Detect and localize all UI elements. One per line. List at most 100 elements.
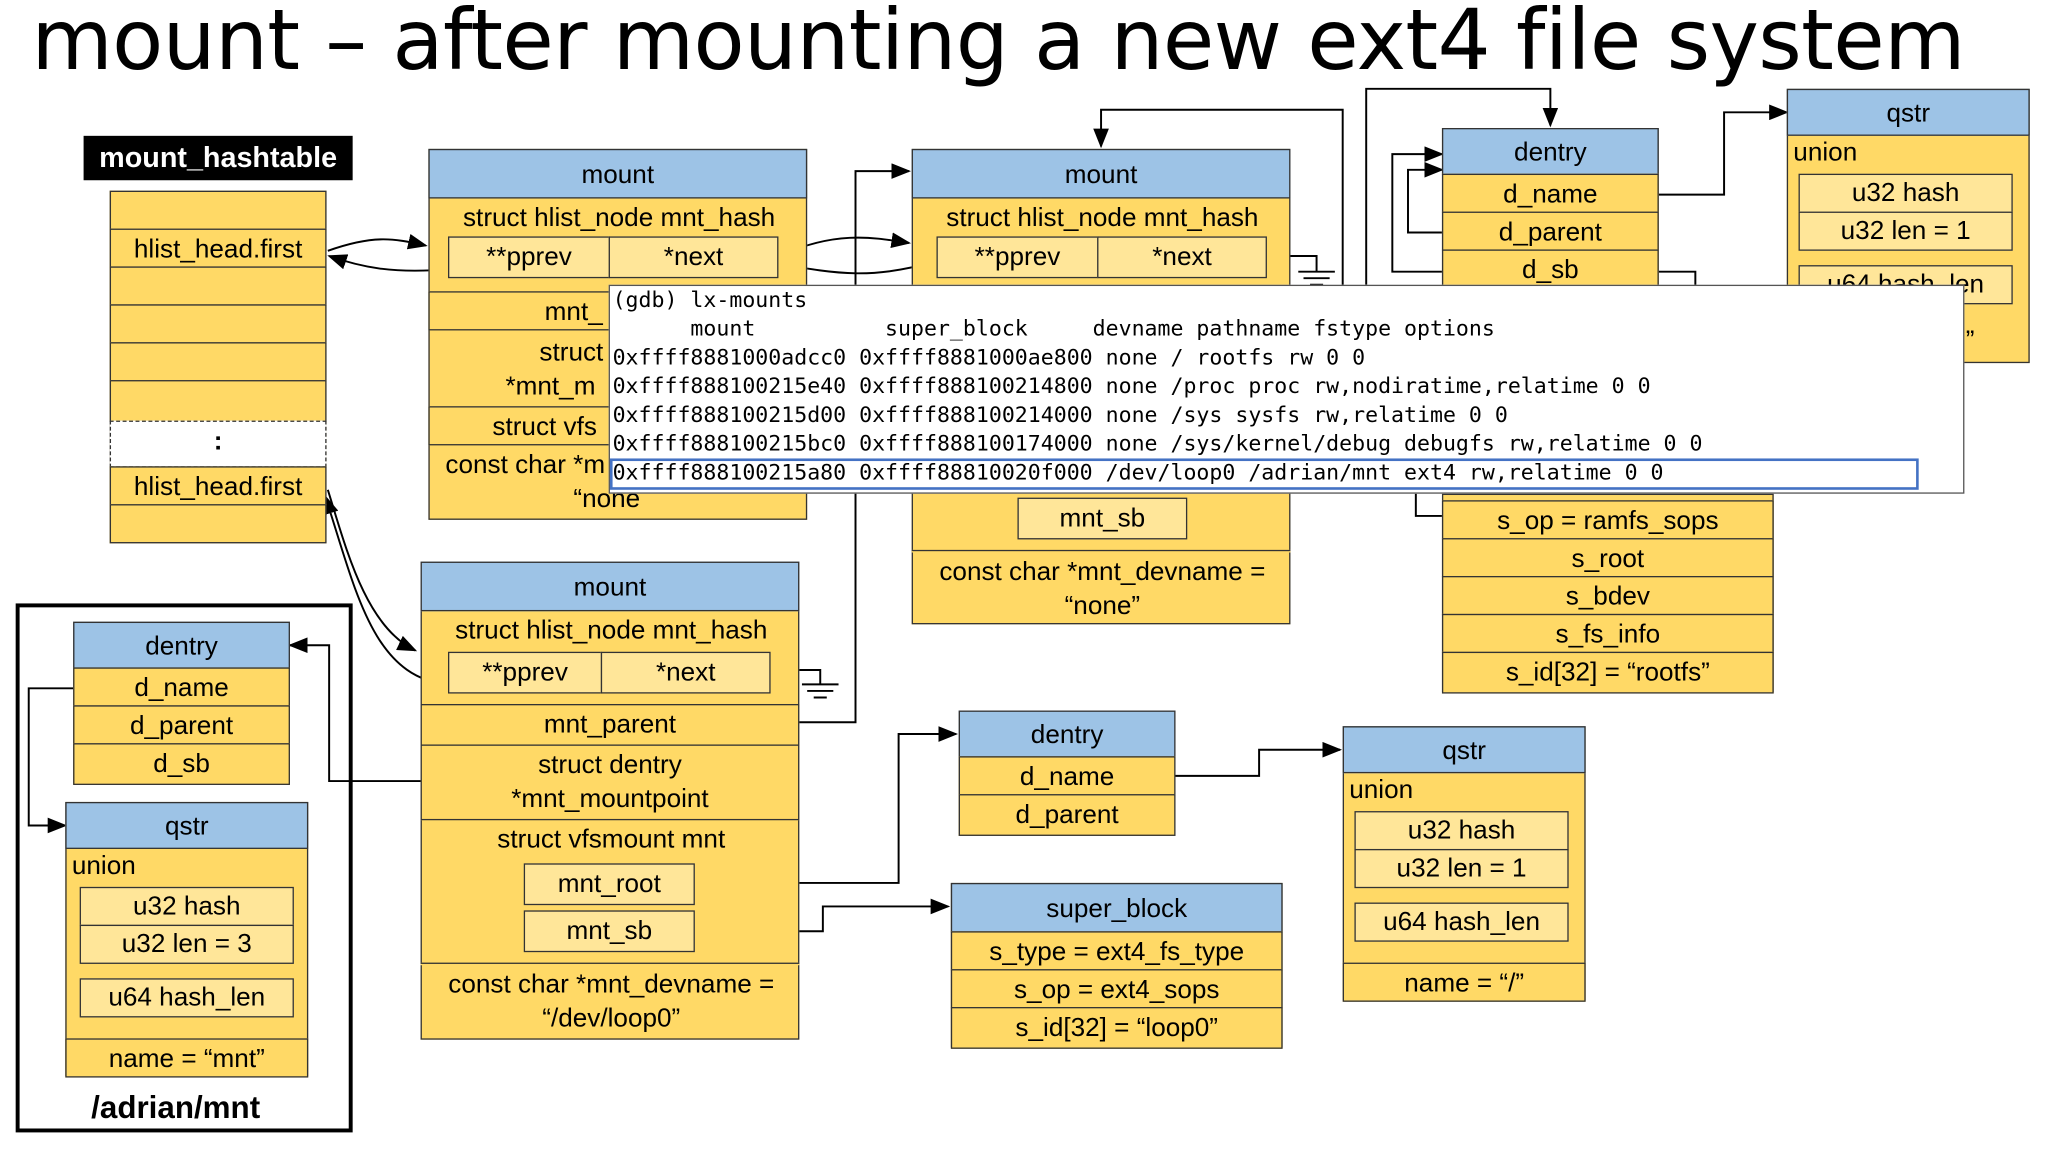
mount3-mnt-root: mnt_root bbox=[523, 863, 695, 906]
mount2-devname-value: “none” bbox=[1064, 591, 1141, 621]
qstr-right-union: union bbox=[1349, 775, 1414, 805]
hashtable-last-row: hlist_head.first bbox=[109, 466, 327, 506]
mount1-hash-label: struct hlist_node mnt_hash bbox=[462, 203, 776, 233]
dentry-top-header: dentry bbox=[1441, 127, 1659, 176]
dentry-top-struct: dentry d_name d_parent d_sb bbox=[1441, 127, 1659, 289]
qstr-left-name: name = “mnt” bbox=[65, 1038, 309, 1078]
hashtable-row bbox=[109, 342, 327, 382]
mountpoint-frame bbox=[15, 603, 353, 1133]
sb-bottom-s-op: s_op = ext4_sops bbox=[950, 969, 1283, 1009]
qstr-right-struct: qstr union u32 hash u32 len = 1 u64 hash… bbox=[1342, 726, 1586, 1002]
dentry-left-header: dentry bbox=[73, 621, 290, 669]
sb-top-s-op: s_op = ramfs_sops bbox=[1441, 500, 1774, 540]
mount2-hash-label: struct hlist_node mnt_hash bbox=[946, 203, 1259, 233]
gdb-row-highlighted: 0xffff888100215a80 0xffff88810020f000 /d… bbox=[612, 459, 1664, 485]
qstr-left-hash-len: u64 hash_len bbox=[79, 978, 294, 1018]
mount1-next: *next bbox=[608, 236, 779, 279]
dentry-top-to-qstr-arrow bbox=[1656, 104, 1789, 196]
mountpoint-frame-label: /adrian/mnt bbox=[91, 1090, 261, 1126]
mount2-mnt-sb: mnt_sb bbox=[1017, 497, 1188, 540]
mount2-divider bbox=[911, 549, 1291, 553]
dentry-left-struct: dentry d_name d_parent d_sb bbox=[73, 621, 290, 785]
mount2-header: mount bbox=[911, 148, 1291, 199]
mount2-devname: const char *mnt_devname = bbox=[939, 557, 1266, 587]
dentry-top-parent-loop bbox=[1407, 161, 1444, 234]
mount3-mountpoint-a: struct dentry bbox=[538, 751, 682, 780]
mount1-row4a: const char *m bbox=[445, 450, 606, 480]
sb-bottom-header: super_block bbox=[950, 882, 1283, 933]
qstr-left-header: qstr bbox=[65, 801, 309, 849]
mount3-header: mount bbox=[420, 561, 800, 612]
dentry-left-d-parent: d_parent bbox=[73, 705, 290, 745]
gdb-row: 0xffff888100215d00 0xffff888100214000 no… bbox=[612, 402, 1508, 428]
superblock-bottom-struct: super_block s_type = ext4_fs_type s_op =… bbox=[950, 882, 1283, 1049]
mount1-pprev: **pprev bbox=[447, 236, 610, 279]
hashtable-first-row: hlist_head.first bbox=[109, 228, 327, 268]
dentry-top-d-sb: d_sb bbox=[1441, 249, 1659, 289]
mount3-pprev: **pprev bbox=[447, 651, 603, 694]
mount1-header: mount bbox=[428, 148, 808, 199]
dentry-mid-d-name: d_name bbox=[958, 756, 1176, 796]
gdb-output: (gdb) lx-mounts mount super_block devnam… bbox=[608, 284, 1965, 494]
sb-top-s-root: s_root bbox=[1441, 538, 1774, 578]
mount3-divider bbox=[420, 962, 800, 966]
mount1-row2a: struct bbox=[539, 338, 604, 368]
hashtable-row bbox=[109, 504, 327, 544]
gdb-header: mount super_block devname pathname fstyp… bbox=[612, 316, 1495, 341]
hashtable-label: mount_hashtable bbox=[83, 135, 353, 181]
qstr-top-union: union bbox=[1793, 138, 1858, 168]
hash-to-mount1-arrow bbox=[327, 233, 428, 252]
sb-top-s-fs-info: s_fs_info bbox=[1441, 613, 1774, 654]
sb-bottom-s-id: s_id[32] = “loop0” bbox=[950, 1007, 1283, 1049]
mount3-struct: mount struct hlist_node mnt_hash **pprev… bbox=[420, 561, 800, 1040]
gdb-row: 0xffff8881000adcc0 0xffff8881000ae800 no… bbox=[612, 344, 1366, 370]
mount3-mnt-sb: mnt_sb bbox=[523, 910, 695, 953]
hashtable-box: hlist_head.first : hlist_head.first bbox=[109, 190, 327, 544]
qstr-top-hash: u32 hash bbox=[1798, 173, 2013, 213]
sb-top-s-id: s_id[32] = “rootfs” bbox=[1441, 651, 1774, 694]
dentry-mid-to-qstr-arrow bbox=[1175, 741, 1343, 777]
dentry-mid-header: dentry bbox=[958, 710, 1176, 758]
mount3-hash-label: struct hlist_node mnt_hash bbox=[455, 616, 768, 646]
slide-title: mount – after mounting a new ext4 file s… bbox=[31, 0, 1965, 91]
mount3-next: *next bbox=[600, 651, 771, 694]
dentry-top-d-name: d_name bbox=[1441, 173, 1659, 213]
qstr-right-hash-len: u64 hash_len bbox=[1354, 902, 1569, 942]
dentry-mid-struct: dentry d_name d_parent bbox=[958, 710, 1176, 836]
qstr-right-len: u32 len = 1 bbox=[1354, 848, 1569, 889]
gdb-row: 0xffff888100215e40 0xffff888100214800 no… bbox=[612, 373, 1651, 399]
hashtable-ellipsis: : bbox=[109, 420, 327, 468]
mount3-mountpoint-row: struct dentry *mnt_mountpoint bbox=[420, 744, 800, 821]
hashtable-row bbox=[109, 304, 327, 344]
qstr-left-len: u32 len = 3 bbox=[79, 924, 294, 964]
gdb-row: 0xffff888100215bc0 0xffff888100174000 no… bbox=[612, 431, 1703, 456]
mount2-next: *next bbox=[1097, 236, 1267, 279]
dentry-left-d-sb: d_sb bbox=[73, 743, 290, 785]
mount3-devname-value: “/dev/loop0” bbox=[542, 1004, 681, 1034]
qstr-right-header: qstr bbox=[1342, 726, 1586, 774]
qstr-right-name: name = “/” bbox=[1342, 962, 1586, 1002]
dentry-mid-d-parent: d_parent bbox=[958, 794, 1176, 836]
superblock-top-struct: s_op = ramfs_sops s_root s_bdev s_fs_inf… bbox=[1441, 493, 1774, 694]
dentry-left-d-name: d_name bbox=[73, 667, 290, 707]
qstr-top-len: u32 len = 1 bbox=[1798, 211, 2013, 251]
qstr-top-header: qstr bbox=[1786, 88, 2030, 136]
qstr-left-hash: u32 hash bbox=[79, 886, 294, 927]
mount3-mountpoint-b: *mnt_mountpoint bbox=[511, 784, 709, 814]
gdb-command: (gdb) lx-mounts bbox=[612, 287, 808, 313]
sb-bottom-s-type: s_type = ext4_fs_type bbox=[950, 931, 1283, 971]
mount1-row2b: *mnt_m bbox=[505, 372, 596, 401]
hashtable-row bbox=[109, 190, 327, 230]
gdb-highlight-box bbox=[609, 458, 1919, 490]
mount2-pprev: **pprev bbox=[936, 236, 1099, 279]
hashtable-row bbox=[109, 380, 327, 422]
hashtable-row bbox=[109, 266, 327, 306]
mount3-mnt-parent: mnt_parent bbox=[420, 703, 800, 746]
mount3-devname: const char *mnt_devname = bbox=[448, 970, 775, 1000]
qstr-right-hash: u32 hash bbox=[1354, 811, 1569, 851]
qstr-top-tail: ” bbox=[1965, 326, 1975, 356]
qstr-left-union: union bbox=[71, 851, 136, 881]
dentry-top-d-parent: d_parent bbox=[1441, 211, 1659, 251]
qstr-left-struct: qstr union u32 hash u32 len = 3 u64 hash… bbox=[65, 801, 309, 1078]
